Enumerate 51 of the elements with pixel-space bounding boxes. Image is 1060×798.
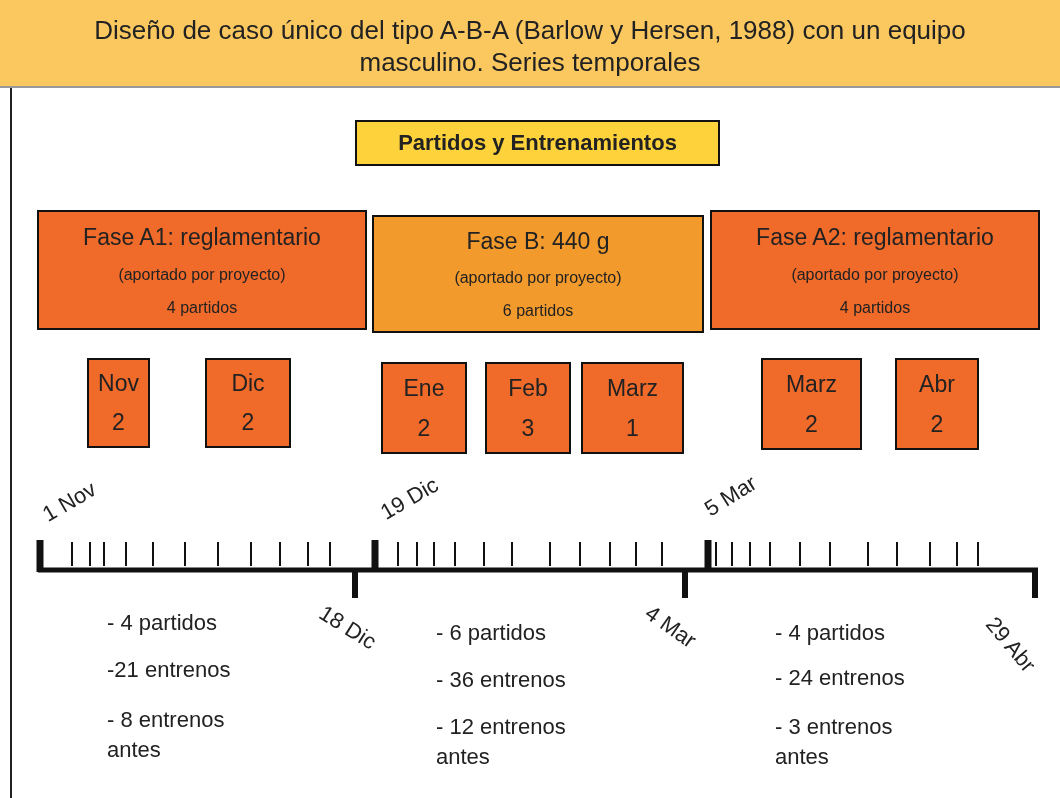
note-text: - 12 entrenos antes [436, 713, 567, 771]
phase-box [372, 215, 704, 333]
note-text: - 4 partidos [775, 619, 887, 647]
box-text: 2 [417, 414, 431, 442]
box-text: 2 [241, 409, 255, 436]
month-box [895, 358, 979, 450]
box-text: 4 partidos [839, 298, 911, 317]
box-heading: Fase A2: reglamentario [756, 223, 994, 251]
month-box [581, 362, 684, 454]
note-text: - 3 entrenos antes [775, 713, 894, 771]
heading-box [355, 120, 720, 166]
box-text: (aportado por proyecto) [791, 265, 959, 284]
date-label: 19 Dic [376, 471, 443, 526]
box-text: 2 [112, 409, 125, 436]
box-heading: Fase A1: reglamentario [83, 223, 321, 251]
note-text: - 36 entrenos [436, 666, 567, 694]
note-text: - 8 entrenos antes [107, 706, 226, 764]
date-label: 5 Mar [700, 470, 762, 523]
box-heading: Marz [785, 370, 838, 398]
box-heading: Abr [919, 370, 955, 398]
month-box [205, 358, 291, 448]
box-text: 2 [805, 410, 818, 438]
month-box [485, 362, 571, 454]
box-heading: Dic [231, 370, 265, 397]
date-label: 29 Abr [980, 612, 1041, 678]
box-heading: Feb [508, 374, 548, 402]
phase-box [37, 210, 367, 330]
month-box [761, 358, 862, 450]
note-text: - 24 entrenos [775, 664, 906, 692]
title-banner: Diseño de caso único del tipo A-B-A (Barlow y Hersen, 1988) con un equipo masculino. Series temporales [0, 0, 1060, 88]
box-text: 3 [521, 414, 535, 442]
box-text: 6 partidos [502, 301, 574, 320]
box-text: 4 partidos [166, 298, 238, 317]
month-box [381, 362, 467, 454]
date-label: 1 Nov [38, 476, 101, 528]
phase-box [710, 210, 1040, 330]
date-label: 4 Mar [640, 600, 702, 654]
box-text: 2 [930, 410, 944, 438]
note-text: - 6 partidos [436, 619, 548, 647]
box-heading: Marz [606, 374, 659, 402]
date-label: 18 Dic [314, 600, 381, 656]
box-text: (aportado por proyecto) [118, 265, 286, 284]
box-text: 1 [626, 414, 639, 442]
month-box [87, 358, 150, 448]
note-text: -21 entrenos [107, 656, 232, 684]
box-heading: Fase B: 440 g [466, 228, 610, 256]
box-heading: Nov [98, 370, 139, 397]
note-text: - 4 partidos [107, 609, 219, 637]
box-text: (aportado por proyecto) [454, 269, 622, 288]
box-heading: Partidos y Entrenamientos [398, 130, 677, 156]
box-heading: Ene [403, 374, 445, 402]
